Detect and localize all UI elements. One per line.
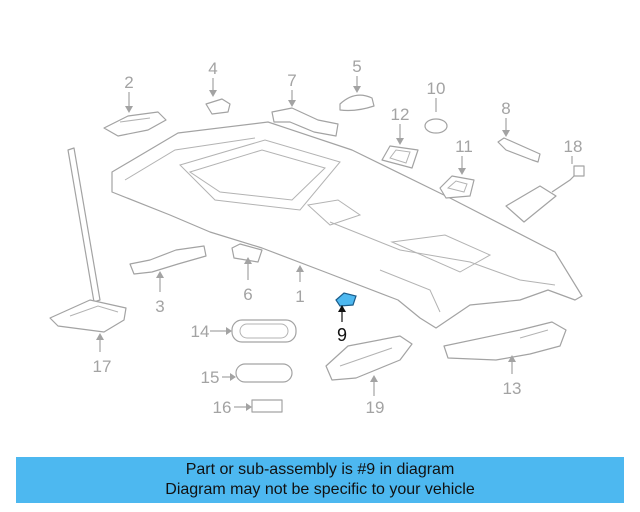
console-part-18	[505, 165, 585, 223]
callout-11: 11	[455, 137, 473, 156]
callout-18: 18	[564, 137, 583, 156]
clip-part-4	[205, 98, 231, 115]
cover-part-6	[231, 243, 263, 263]
bracket-part-17	[49, 147, 127, 333]
callout-6: 6	[243, 285, 252, 304]
callout-1: 1	[295, 287, 304, 306]
callout-19: 19	[366, 398, 385, 417]
leader-lines	[96, 76, 573, 411]
lamp-part-11	[439, 175, 475, 199]
headliner-part-1	[111, 121, 583, 329]
callout-17: 17	[93, 357, 112, 376]
rail-part-13	[443, 321, 567, 361]
lamp-part-14	[231, 319, 297, 343]
callout-4: 4	[208, 59, 217, 78]
plug-part-16	[251, 399, 283, 413]
callout-14: 14	[191, 322, 210, 341]
strip-part-3	[129, 245, 207, 275]
callout-8: 8	[501, 99, 510, 118]
console-part-19	[325, 335, 413, 381]
trim-part-8	[497, 137, 541, 163]
lamp-part-12	[381, 145, 419, 169]
callout-labels: 2 4 7 5 10 12 11 8 18 3 6 1 17 14 15 16 …	[93, 57, 583, 417]
handle-part-7	[271, 107, 339, 137]
banner-line-1: Part or sub-assembly is #9 in diagram	[185, 461, 455, 478]
lens-part-15	[235, 363, 293, 383]
info-banner: Part or sub-assembly is #9 in diagram Di…	[16, 457, 624, 503]
callout-15: 15	[201, 368, 220, 387]
callout-2: 2	[124, 73, 133, 92]
callout-5: 5	[352, 57, 361, 76]
parts-diagram: 2 4 7 5 10 12 11 8 18 3 6 1 17 14 15 16 …	[49, 57, 585, 417]
highlighted-part-9	[335, 292, 357, 307]
callout-3: 3	[155, 297, 164, 316]
banner-line-2: Diagram may not be specific to your vehi…	[165, 481, 475, 498]
bracket-part-2	[103, 111, 167, 137]
callout-10: 10	[427, 79, 446, 98]
callout-7: 7	[287, 71, 296, 90]
callout-12: 12	[391, 105, 410, 124]
callout-16: 16	[213, 398, 232, 417]
cap-part-10	[424, 118, 448, 134]
callout-9-highlighted: 9	[337, 325, 347, 345]
callout-13: 13	[503, 379, 522, 398]
lamp-part-5	[339, 94, 375, 112]
